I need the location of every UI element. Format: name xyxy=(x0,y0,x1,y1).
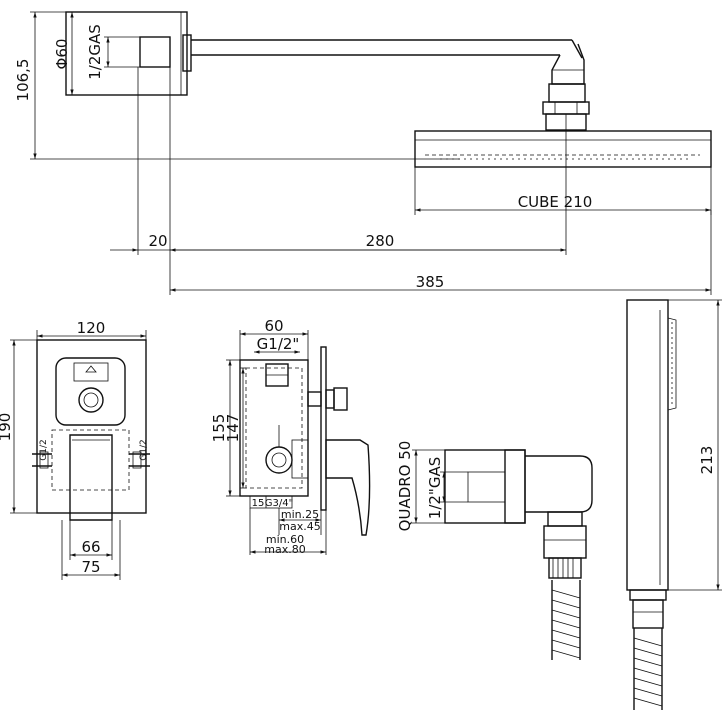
outlet-block xyxy=(444,449,526,524)
dim-arm-height: 106,5 xyxy=(14,59,32,102)
dim-side-depth: 60 xyxy=(264,317,283,335)
hose-hand-shower xyxy=(633,628,663,710)
stop-valve-knob xyxy=(333,387,348,411)
dim-side-min-depth: min.60 xyxy=(266,533,304,546)
dim-side-min-wall: min.25 xyxy=(281,508,319,521)
dim-mixer-handle-width: 66 xyxy=(81,538,100,556)
dim-mixer-thread-right: G1/2 xyxy=(139,439,149,460)
dim-arm-wall-offset: 20 xyxy=(148,232,167,250)
mixer-plate xyxy=(36,339,147,514)
wall-flange xyxy=(65,11,188,96)
dim-mixer-handle-base: 75 xyxy=(81,558,100,576)
dim-hand-shower-length: 213 xyxy=(698,446,716,475)
dim-side-max-depth: max.80 xyxy=(264,543,305,556)
dim-outlet-thread: 1/2"GAS xyxy=(426,457,444,519)
dim-head-size: CUBE 210 xyxy=(518,193,593,211)
side-cartridge xyxy=(265,446,293,474)
outlet-connector xyxy=(547,511,583,527)
hand-shower-body xyxy=(626,299,669,591)
wall-outlet-view: QUADRO 50 1/2"GAS xyxy=(396,441,593,660)
dim-arm-thread: 1/2GAS xyxy=(86,24,104,80)
mixer-side-view: 60 G1/2" 155 147 15 G3/4" min.25 max.45 … xyxy=(210,317,371,556)
dim-side-outlet-thread: G3/4" xyxy=(265,498,293,509)
dim-mixer-height: 190 xyxy=(0,413,14,442)
dim-side-height-outer: 155 xyxy=(210,414,228,443)
mixer-body xyxy=(239,359,309,497)
fitting-right xyxy=(129,451,150,469)
arm-elbow xyxy=(551,43,585,85)
dim-mixer-thread-left: G1/2 xyxy=(39,439,49,460)
dim-outlet-size: QUADRO 50 xyxy=(396,441,414,532)
mixer-lever xyxy=(69,434,113,521)
hose-lower xyxy=(551,580,581,660)
arm-connector xyxy=(139,36,171,68)
dim-arm-head-offset: 280 xyxy=(366,232,395,250)
dim-side-height-inner: 147 xyxy=(224,414,242,443)
dim-side-offset: 15 xyxy=(252,498,265,509)
dim-side-thread-top: G1/2" xyxy=(257,335,300,353)
mixer-logo-window xyxy=(73,362,109,382)
dim-arm-diameter: Φ60 xyxy=(53,39,71,70)
dim-arm-total-length: 385 xyxy=(416,273,445,291)
mixer-front-view: G1/2 G1/2 120 190 66 75 xyxy=(0,319,150,580)
side-wall-plate xyxy=(320,346,327,511)
dim-mixer-width: 120 xyxy=(77,319,106,337)
shower-arm-assembly: Φ60 1/2GAS 106,5 CUBE 210 20 280 385 xyxy=(14,11,712,295)
side-lever xyxy=(325,439,371,536)
shower-head xyxy=(414,130,712,168)
dim-side-max-wall: max.45 xyxy=(279,520,320,533)
mixer-knob xyxy=(78,387,104,413)
hand-shower-view: 213 xyxy=(626,299,722,710)
hand-shower-connector xyxy=(632,599,664,629)
fitting-left xyxy=(32,451,52,469)
head-nut xyxy=(548,83,586,103)
